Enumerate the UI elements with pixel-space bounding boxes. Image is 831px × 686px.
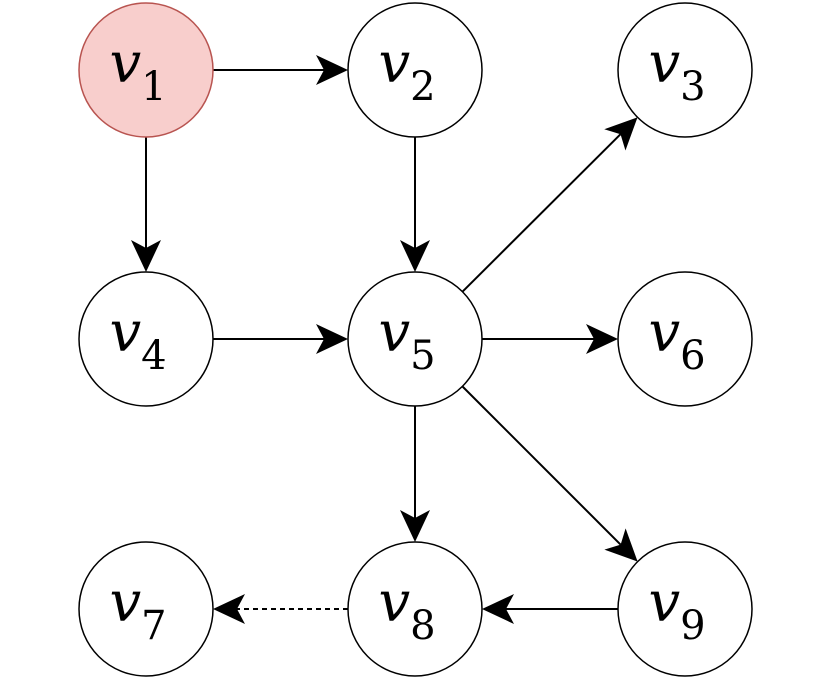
node-letter: v: [378, 300, 410, 365]
node-v4: v4: [78, 271, 214, 407]
node-label: v9: [648, 570, 705, 649]
node-subscript: 7: [141, 603, 166, 649]
node-v9: v9: [617, 541, 753, 677]
node-subscript: 9: [680, 603, 705, 649]
arrowhead-icon: [131, 240, 161, 272]
node-subscript: 5: [410, 333, 435, 379]
node-label: v1: [109, 31, 166, 110]
node-label: v5: [378, 300, 435, 379]
node-subscript: 4: [141, 333, 166, 379]
node-v8: v8: [347, 541, 483, 677]
edges-layer: [131, 55, 638, 624]
node-v7: v7: [78, 541, 214, 677]
node-letter: v: [648, 570, 680, 635]
node-letter: v: [378, 31, 410, 96]
arrowhead-icon: [604, 117, 638, 151]
node-circle: [78, 541, 214, 677]
edge-v5-v3: [461, 117, 638, 293]
arrowhead-icon: [586, 324, 618, 354]
edge-v4-v5: [213, 324, 348, 354]
node-subscript: 8: [410, 603, 435, 649]
edge-v2-v5: [400, 137, 430, 272]
node-circle: [347, 541, 483, 677]
node-v2: v2: [347, 2, 483, 138]
edge-v5-v9: [461, 385, 638, 562]
arrowhead-icon: [400, 240, 430, 272]
node-letter: v: [109, 31, 141, 96]
node-label: v2: [378, 31, 435, 110]
edge-v8-v7: [213, 594, 348, 624]
node-label: v4: [109, 300, 166, 379]
node-circle: [78, 2, 214, 138]
node-letter: v: [648, 31, 680, 96]
arrowhead-icon: [604, 528, 638, 562]
arrowhead-icon: [316, 324, 348, 354]
node-v5: v5: [347, 271, 483, 407]
edge-line: [461, 385, 622, 546]
node-circle: [617, 271, 753, 407]
node-subscript: 1: [141, 64, 166, 110]
arrowhead-icon: [213, 594, 245, 624]
node-label: v7: [109, 570, 166, 649]
arrowhead-icon: [482, 594, 514, 624]
node-v3: v3: [617, 2, 753, 138]
edge-v5-v6: [482, 324, 618, 354]
node-v1: v1: [78, 2, 214, 138]
edge-v5-v8: [400, 406, 430, 542]
edge-v1-v4: [131, 137, 161, 272]
node-circle: [617, 2, 753, 138]
node-circle: [617, 541, 753, 677]
node-label: v8: [378, 570, 435, 649]
node-subscript: 2: [410, 64, 435, 110]
node-v6: v6: [617, 271, 753, 407]
node-subscript: 3: [680, 64, 705, 110]
node-circle: [78, 271, 214, 407]
node-label: v3: [648, 31, 705, 110]
arrowhead-icon: [316, 55, 348, 85]
node-circle: [347, 271, 483, 407]
node-letter: v: [648, 300, 680, 365]
node-letter: v: [109, 570, 141, 635]
edge-line: [461, 133, 622, 293]
edge-v9-v8: [482, 594, 618, 624]
edge-v1-v2: [213, 55, 348, 85]
node-letter: v: [378, 570, 410, 635]
node-subscript: 6: [680, 333, 705, 379]
node-circle: [347, 2, 483, 138]
node-letter: v: [109, 300, 141, 365]
node-label: v6: [648, 300, 705, 379]
arrowhead-icon: [400, 510, 430, 542]
